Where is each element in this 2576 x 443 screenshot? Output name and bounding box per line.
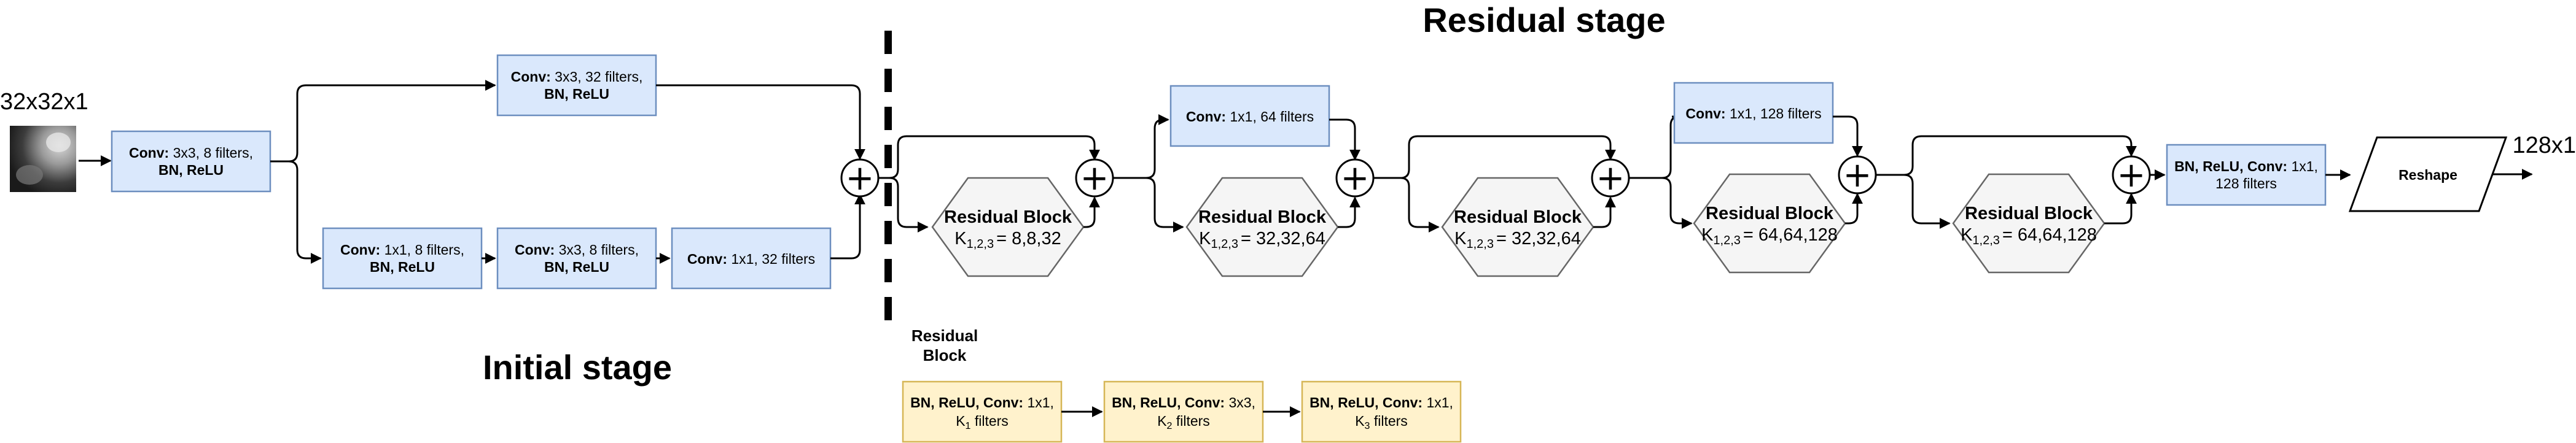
svg-text:BN, ReLU, Conv: 1x1,: BN, ReLU, Conv: 1x1, xyxy=(2174,158,2318,174)
svg-text:K2 filters: K2 filters xyxy=(1157,413,1210,431)
svg-text:Conv: 3x3, 8 filters,: Conv: 3x3, 8 filters, xyxy=(129,145,253,161)
edge-to-rb3 xyxy=(1400,177,1440,233)
svg-text:+: + xyxy=(1080,158,1109,198)
conv-64-block: Conv: 1x1, 64 filters xyxy=(1169,85,1330,147)
def-block-3: BN, ReLU, Conv: 1x1, K3 filters xyxy=(1301,380,1462,443)
svg-text:Residual Block: Residual Block xyxy=(1706,204,1834,223)
conv-main-block: Conv: 3x3, 8 filters, BN, ReLU xyxy=(111,130,271,193)
edge-skip-1 xyxy=(889,135,1100,179)
svg-text:Residual Block: Residual Block xyxy=(1454,207,1582,227)
sum-node: + xyxy=(1838,155,1877,195)
residual-block-hexagon: Residual Block K1,2,3= 8,8,32 xyxy=(931,177,1085,277)
edge-to-rb4 xyxy=(1661,177,1693,229)
edge-conv-to-branch xyxy=(270,160,322,264)
sum-node: + xyxy=(2112,155,2151,195)
def-block-2: BN, ReLU, Conv: 3x3, K2 filters xyxy=(1103,380,1264,443)
svg-text:BN, ReLU, Conv: 1x1,: BN, ReLU, Conv: 1x1, xyxy=(1309,395,1453,410)
svg-text:K1 filters: K1 filters xyxy=(956,413,1009,431)
svg-text:BN, ReLU: BN, ReLU xyxy=(544,86,609,102)
svg-text:K1,2,3= 64,64,128: K1,2,3= 64,64,128 xyxy=(1961,225,2097,247)
residual-block-hexagon: Residual Block K1,2,3= 64,64,128 xyxy=(1952,173,2106,274)
svg-text:BN, ReLU: BN, ReLU xyxy=(370,259,435,275)
conv-branch2-block: Conv: 3x3, 8 filters, BN, ReLU xyxy=(496,227,657,290)
residual-block-hexagon: Residual Block K1,2,3= 64,64,128 xyxy=(1693,173,1846,274)
svg-text:Conv: 3x3, 8 filters,: Conv: 3x3, 8 filters, xyxy=(515,242,639,258)
svg-text:BN, ReLU, Conv: 1x1,: BN, ReLU, Conv: 1x1, xyxy=(910,395,1054,410)
sum-node: + xyxy=(1335,158,1375,198)
sum-node: + xyxy=(1075,158,1114,198)
initial-stage-label: Initial stage xyxy=(483,348,672,387)
edge-rb1-to-sum2 xyxy=(1083,196,1100,228)
input-image-icon xyxy=(10,126,76,192)
residual-block-heading: Block xyxy=(923,346,967,364)
edge-to-rb1 xyxy=(889,177,929,233)
svg-text:Residual Block: Residual Block xyxy=(1965,204,2093,223)
edge-conv128-to-sum5 xyxy=(1833,115,1863,157)
edge-b3-to-sum xyxy=(830,193,865,260)
sum-node: + xyxy=(1591,158,1630,198)
svg-text:Conv: 1x1, 8 filters,: Conv: 1x1, 8 filters, xyxy=(340,242,464,258)
conv-branch1-block: Conv: 1x1, 8 filters, BN, ReLU xyxy=(322,227,483,290)
svg-text:Conv: 1x1, 32 filters: Conv: 1x1, 32 filters xyxy=(687,251,815,267)
svg-text:BN, ReLU: BN, ReLU xyxy=(158,162,224,178)
svg-text:+: + xyxy=(2117,155,2146,195)
residual-block-hexagon: Residual Block K1,2,3= 32,32,64 xyxy=(1441,177,1594,277)
input-label: 32x32x1 xyxy=(0,89,88,115)
svg-text:BN, ReLU, Conv: 3x3,: BN, ReLU, Conv: 3x3, xyxy=(1112,395,1255,410)
edge-rb5-to-sum6 xyxy=(2104,193,2137,225)
conv-128-block: Conv: 1x1, 128 filters xyxy=(1673,82,1834,144)
svg-text:Residual Block: Residual Block xyxy=(944,207,1072,227)
svg-text:Conv: 1x1, 128 filters: Conv: 1x1, 128 filters xyxy=(1685,106,1821,121)
edge-to-conv64 xyxy=(1146,114,1169,179)
edge-conv-to-top xyxy=(270,80,496,163)
edge-rb3-to-sum4 xyxy=(1593,196,1616,228)
final-conv-block: BN, ReLU, Conv: 1x1, 128 filters xyxy=(2166,144,2327,206)
svg-text:+: + xyxy=(1341,158,1370,198)
edge-conv64-to-sum3 xyxy=(1329,118,1360,161)
svg-text:+: + xyxy=(846,158,875,198)
svg-text:K3 filters: K3 filters xyxy=(1355,413,1408,431)
conv-top-block: Conv: 3x3, 32 filters, BN, ReLU xyxy=(496,54,657,117)
residual-block-hexagon: Residual Block K1,2,3= 32,32,64 xyxy=(1185,177,1339,277)
svg-text:Residual Block: Residual Block xyxy=(1198,207,1327,227)
residual-block-heading: Residual xyxy=(911,326,978,345)
edge-skip-2 xyxy=(1400,135,1616,179)
svg-text:+: + xyxy=(1596,158,1625,198)
svg-text:Reshape: Reshape xyxy=(2398,167,2457,183)
svg-text:K1,2,3= 64,64,128: K1,2,3= 64,64,128 xyxy=(1701,225,1838,247)
svg-text:128 filters: 128 filters xyxy=(2215,175,2277,191)
svg-text:Conv: 3x3, 32 filters,: Conv: 3x3, 32 filters, xyxy=(511,69,643,85)
svg-text:BN, ReLU: BN, ReLU xyxy=(544,259,609,275)
edge-rb4-to-sum5 xyxy=(1845,193,1863,225)
edge-top-to-sum xyxy=(656,84,865,160)
svg-text:Conv: 1x1, 64 filters: Conv: 1x1, 64 filters xyxy=(1186,109,1314,125)
output-label: 128x1 xyxy=(2512,133,2576,158)
svg-text:+: + xyxy=(1843,155,1872,195)
svg-text:K1,2,3= 32,32,64: K1,2,3= 32,32,64 xyxy=(1454,229,1581,251)
conv-branch3-block: Conv: 1x1, 32 filters xyxy=(671,227,832,290)
svg-text:K1,2,3= 32,32,64: K1,2,3= 32,32,64 xyxy=(1199,229,1325,251)
edge-to-rb2 xyxy=(1146,177,1184,233)
edge-to-rb5 xyxy=(1903,174,1951,229)
edge-rb2-to-sum3 xyxy=(1338,196,1360,228)
edge-skip-3 xyxy=(1903,135,2137,176)
svg-text:K1,2,3= 8,8,32: K1,2,3= 8,8,32 xyxy=(954,229,1061,251)
def-block-1: BN, ReLU, Conv: 1x1, K1 filters xyxy=(902,380,1063,443)
reshape-node: Reshape xyxy=(2348,136,2508,212)
residual-stage-label: Residual stage xyxy=(1423,1,1665,39)
sum-node: + xyxy=(840,158,880,198)
